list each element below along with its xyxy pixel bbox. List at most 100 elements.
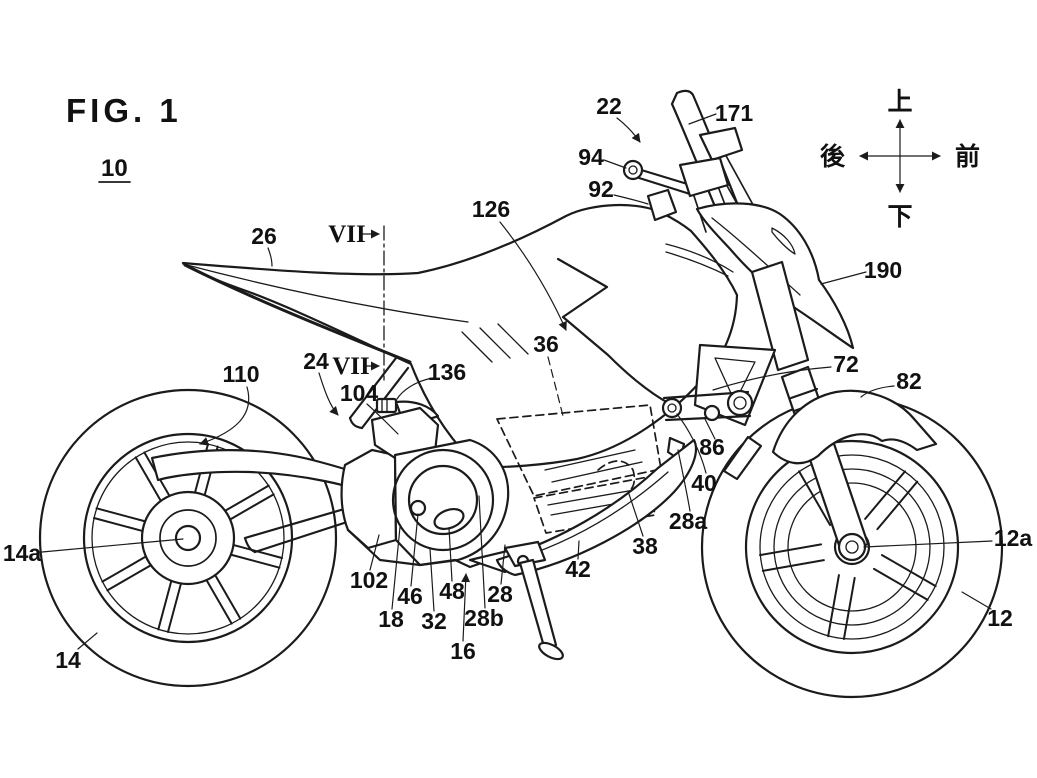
part-label-110: 110 [222,361,259,387]
part-label-190: 190 [864,257,902,283]
wheel-spoke [876,480,919,531]
leader-136 [396,377,434,400]
leader-26 [267,247,273,267]
frame-pivot-linkage [661,260,810,462]
wheel-spoke [214,574,242,620]
part-label-46: 46 [397,583,423,609]
part-label-12: 12 [987,605,1013,631]
kickstand [503,540,564,661]
leader-lines [41,113,993,650]
wheel-spoke [106,564,152,592]
leader-36 [547,356,564,417]
part-label-42: 42 [565,556,591,582]
wheel-spoke [92,516,144,532]
leader-40 [676,413,707,474]
wheel-spoke [95,507,146,523]
leader-14a [41,538,184,553]
leader-32 [429,548,435,612]
battery-box-dashed [496,404,662,534]
part-label-82: 82 [896,368,922,394]
wheel-spoke [864,470,907,520]
wheel-spoke [101,555,147,583]
part-label-36: 36 [533,331,559,357]
part-label-92: 92 [588,176,614,202]
figure-reference-number: 10 [101,155,128,182]
part-label-18: 18 [378,606,404,632]
leader-94 [603,159,627,169]
leader-28a [677,449,691,512]
part-label-14a: 14a [3,540,42,566]
rear-wheel [38,388,338,688]
leader-82 [860,385,895,398]
wheel-spoke [224,484,270,512]
leader-104 [366,403,399,435]
part-label-12a: 12a [994,525,1033,551]
wheel-spoke [134,456,162,502]
front-fender [722,389,938,481]
section-markers-layer: VII VII [328,221,370,380]
wheel-spoke [230,553,281,569]
leader-22 [616,117,641,143]
leader-126 [499,221,567,331]
leader-72 [712,366,832,391]
leader-86 [704,418,716,440]
wheel-spoke [759,543,823,557]
figure-title: FIG. 1 [66,92,182,129]
compass: 上 下 後 前 [820,87,980,231]
part-label-32: 32 [421,608,447,634]
leader-171 [688,113,717,125]
wheel-spoke [872,567,929,601]
leader-42 [577,540,580,560]
wheel-spoke [761,559,825,572]
part-label-86: 86 [699,434,725,460]
part-label-28b: 28b [464,605,504,631]
compass-front-label: 前 [955,142,980,171]
part-label-28: 28 [487,581,513,607]
leader-92 [613,194,649,205]
leader-28b [478,495,486,609]
leader-12a [863,540,993,548]
part-label-126: 126 [472,196,510,222]
part-label-28a: 28a [669,508,708,534]
leader-18 [391,526,401,610]
part-label-38: 38 [632,533,658,559]
leader-38 [628,493,644,537]
part-label-14: 14 [55,647,81,673]
tail-seat-tank-bodywork [181,203,739,469]
leader-48 [448,527,453,582]
part-label-26: 26 [251,223,277,249]
compass-up-label: 上 [887,87,912,116]
part-label-40: 40 [691,470,717,496]
wheel-spoke [166,582,182,634]
compass-down-label: 下 [887,202,912,231]
part-label-104: 104 [340,380,379,406]
leader-46 [410,513,419,587]
part-label-22: 22 [596,93,622,119]
wheel-spoke [205,579,233,625]
leader-14 [77,632,98,650]
wheel-spoke [229,493,275,521]
leader-110 [199,386,250,446]
wheel-spoke [798,470,832,527]
part-label-24: 24 [303,348,329,374]
part-label-94: 94 [578,144,604,170]
handlebar-cluster [622,126,744,233]
section-marker-label: VII [328,221,366,248]
section-marker-label: VII [332,353,370,380]
leader-102 [369,534,380,571]
leader-16 [461,573,471,642]
leader-12 [961,591,992,610]
section-line [361,225,385,381]
wheel-spoke [842,576,856,640]
wheel-spoke [880,554,937,588]
leader-190 [820,271,867,285]
compass-rear-label: 後 [820,142,846,171]
part-label-136: 136 [428,359,466,385]
wheel-spoke [157,580,173,631]
leader-28 [500,544,506,585]
part-label-72: 72 [833,351,859,377]
wheel-spoke [827,574,840,638]
